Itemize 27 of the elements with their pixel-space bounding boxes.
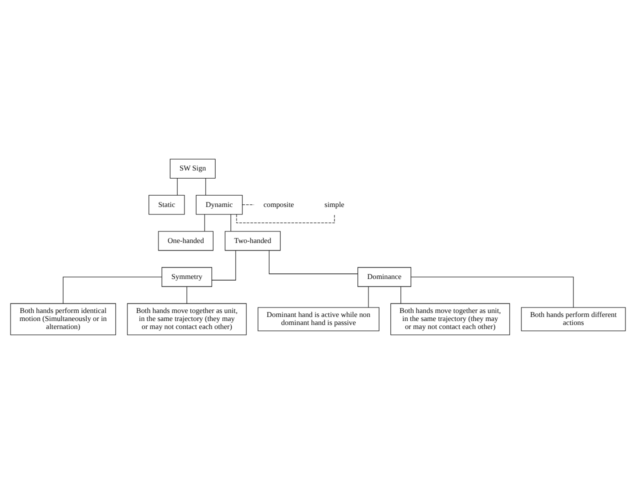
node-box: Both hands move together as unit, in the same trajectory (they may or may not contact each other): [127, 302, 247, 335]
node-box: Both hands move together as unit, in the same trajectory (they may or may not contact each other): [390, 302, 510, 335]
node-box: Dynamic: [196, 194, 243, 214]
connector: [236, 214, 335, 223]
connector: [368, 286, 369, 308]
connector: [268, 250, 358, 274]
connector: [204, 214, 205, 231]
node-box: Static: [148, 194, 185, 214]
node-box: Dominant hand is active while non dominant hand is passive: [258, 306, 380, 331]
connector: [410, 276, 574, 308]
connector: [186, 286, 188, 304]
node-box: Both hands perform different actions: [521, 306, 626, 331]
node-box: Two-handed: [224, 230, 281, 250]
connector: [400, 286, 402, 304]
node-box: Both hands perform identical motion (Simultaneously or in alternation): [10, 302, 116, 335]
node-text: composite: [263, 199, 294, 208]
connector: [230, 214, 232, 231]
node-box: One-handed: [158, 230, 214, 250]
connector: [205, 178, 206, 195]
node-box: Dominance: [358, 266, 412, 286]
connector: [62, 276, 162, 304]
node-text: simple: [324, 199, 344, 208]
connector: [177, 178, 178, 195]
connector: [242, 204, 254, 205]
node-box: SW Sign: [170, 158, 216, 178]
node-box: Symmetry: [162, 266, 212, 286]
connector: [212, 250, 236, 280]
